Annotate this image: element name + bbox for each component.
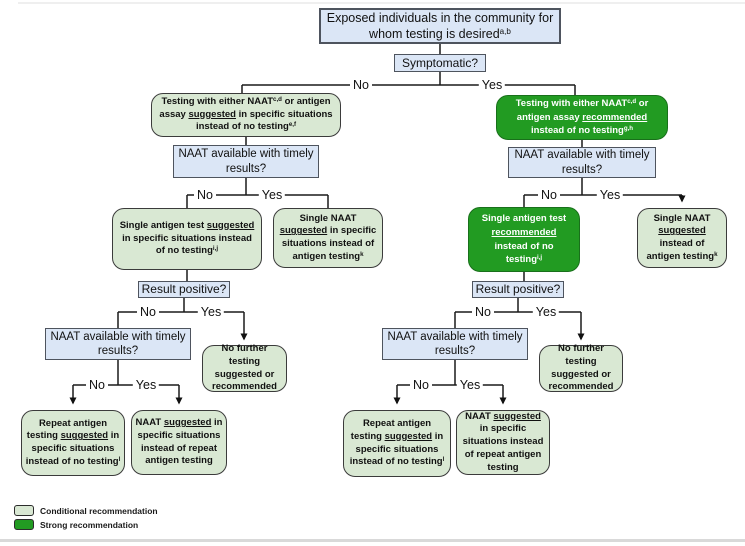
- node-text: Repeat antigen testing suggested in spec…: [349, 418, 445, 468]
- node-text: No further testing suggested or recommen…: [548, 343, 614, 393]
- node-naat-available-question-left-lower: NAAT available with timely results?: [45, 328, 191, 360]
- node-text: No further testing suggested or recommen…: [212, 343, 277, 393]
- node-text: NAAT available with timely results?: [514, 149, 650, 176]
- node-text: Single antigen test recommended instead …: [481, 212, 567, 266]
- branch-label-no: No: [350, 79, 372, 92]
- node-text: Single NAAT suggested in specific situat…: [279, 212, 377, 262]
- node-single-antigen-recommended: Single antigen test recommended instead …: [468, 207, 580, 272]
- legend-label-strong: Strong recommendation: [40, 519, 139, 530]
- node-naat-available-question-left: NAAT available with timely results?: [173, 145, 319, 178]
- node-text: NAAT available with timely results?: [387, 330, 523, 357]
- branch-label-yes: Yes: [132, 379, 160, 392]
- node-repeat-antigen-suggested-left: Repeat antigen testing suggested in spec…: [21, 410, 125, 476]
- legend-item-conditional: Conditional recommendation: [14, 505, 158, 516]
- branch-label-yes: Yes: [478, 79, 506, 92]
- node-repeat-antigen-suggested-right: Repeat antigen testing suggested in spec…: [343, 410, 451, 477]
- node-symptomatic-question: Symptomatic?: [394, 54, 486, 72]
- node-naat-available-question-right: NAAT available with timely results?: [508, 147, 656, 178]
- node-text: NAAT suggested in specific situations in…: [462, 410, 544, 473]
- node-text: Testing with either NAATc,d or antigen a…: [159, 95, 333, 133]
- node-text: NAAT suggested in specific situations in…: [135, 417, 223, 467]
- legend-swatch-strong: [14, 519, 34, 530]
- branch-label-no: No: [86, 379, 108, 392]
- node-text: NAAT available with timely results?: [178, 148, 314, 175]
- branch-label-no: No: [472, 306, 494, 319]
- node-naat-available-question-right-lower: NAAT available with timely results?: [382, 328, 528, 360]
- node-text: Result positive?: [475, 282, 561, 296]
- branch-label-no: No: [137, 306, 159, 319]
- node-text: Testing with either NAATc,d or antigen a…: [515, 97, 649, 137]
- branch-label-no: No: [538, 189, 560, 202]
- node-text: Single NAAT suggested instead of antigen…: [646, 212, 718, 262]
- branch-label-yes: Yes: [456, 379, 484, 392]
- node-text: Single antigen test suggested in specifi…: [119, 219, 255, 257]
- node-single-naat-suggested-specific: Single NAAT suggested in specific situat…: [273, 208, 383, 268]
- branch-label-no: No: [410, 379, 432, 392]
- legend: Conditional recommendation Strong recomm…: [14, 505, 158, 530]
- node-single-antigen-suggested: Single antigen test suggested in specifi…: [112, 208, 262, 270]
- node-no-further-testing-right: No further testing suggested or recommen…: [539, 343, 623, 393]
- node-text: Exposed individuals in the community for…: [326, 10, 554, 41]
- top-divider: [18, 2, 745, 4]
- legend-swatch-conditional: [14, 505, 34, 516]
- branch-label-yes: Yes: [197, 306, 225, 319]
- node-no-further-testing-left: No further testing suggested or recommen…: [202, 343, 287, 393]
- branch-label-yes: Yes: [258, 189, 286, 202]
- node-text: Repeat antigen testing suggested in spec…: [25, 417, 121, 467]
- node-text: NAAT available with timely results?: [50, 330, 186, 357]
- branch-label-yes: Yes: [596, 189, 624, 202]
- node-exposed-individuals: Exposed individuals in the community for…: [319, 8, 561, 44]
- node-single-naat-suggested: Single NAAT suggested instead of antigen…: [637, 208, 727, 268]
- node-result-positive-question-left: Result positive?: [138, 281, 230, 298]
- legend-label-conditional: Conditional recommendation: [40, 505, 158, 516]
- legend-item-strong: Strong recommendation: [14, 519, 158, 530]
- branch-label-no: No: [194, 189, 216, 202]
- node-text: Symptomatic?: [401, 55, 479, 70]
- node-naat-instead-repeat-left: NAAT suggested in specific situations in…: [131, 410, 227, 475]
- node-testing-suggested-asymptomatic: Testing with either NAATc,d or antigen a…: [151, 93, 341, 137]
- branch-label-yes: Yes: [532, 306, 560, 319]
- node-result-positive-question-right: Result positive?: [472, 281, 564, 298]
- node-testing-recommended-symptomatic: Testing with either NAATc,d or antigen a…: [496, 95, 668, 140]
- node-naat-instead-repeat-right: NAAT suggested in specific situations in…: [456, 410, 550, 475]
- node-text: Result positive?: [141, 282, 227, 296]
- bottom-divider: [0, 539, 745, 542]
